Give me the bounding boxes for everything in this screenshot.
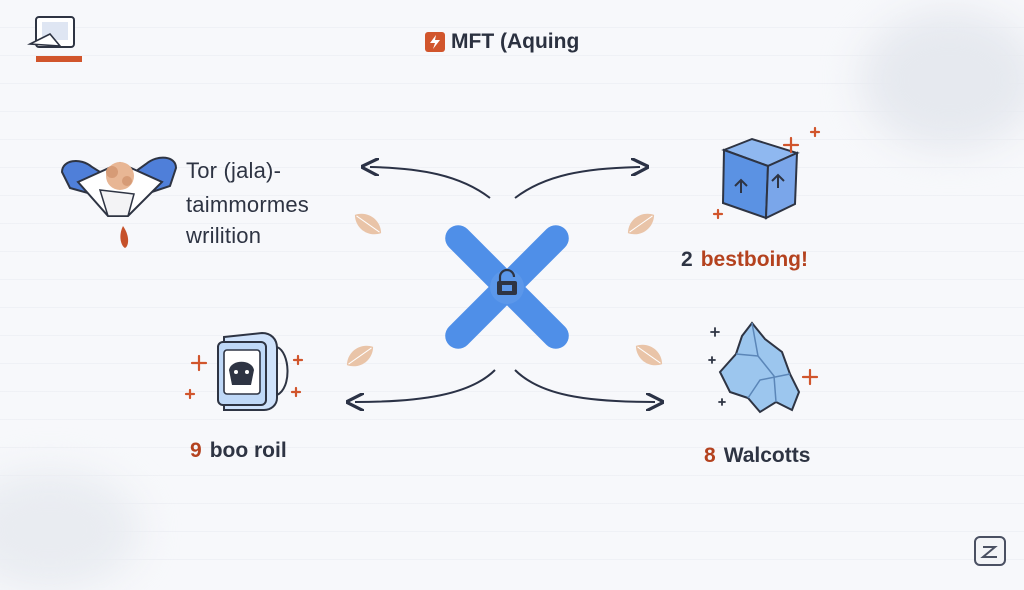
leaf-icon	[627, 213, 655, 235]
blue-cube-icon	[721, 137, 800, 220]
arrow-center-to-top-left	[370, 167, 491, 199]
logo-icon	[27, 16, 82, 62]
diagram-title: MFT (Aquing	[425, 30, 579, 54]
bottom-right-label: 8 Walcotts	[704, 444, 810, 468]
top-right-label: 2 bestboing!	[681, 248, 808, 272]
top-right-number: 2	[681, 248, 693, 271]
title-text: MFT (Aquing	[451, 30, 580, 53]
background-wash	[860, 10, 1024, 150]
top-right-text: bestboing!	[700, 248, 809, 271]
arrow-center-to-bottom-left	[355, 369, 496, 402]
bottom-left-text: boo roil	[209, 439, 287, 462]
corner-badge-icon	[974, 536, 1006, 566]
arrow-center-to-top-right	[514, 167, 640, 199]
leaf-icon	[354, 213, 382, 235]
bottom-right-number: 8	[704, 444, 716, 467]
sparkle-icon	[184, 354, 304, 400]
leaf-icon	[346, 345, 374, 367]
leaf-icon	[635, 344, 663, 366]
sparkle-icon	[708, 327, 726, 406]
sparkle-icon	[801, 368, 819, 386]
top-left-line-1: Tor (jala)-	[186, 158, 282, 183]
bottom-left-label: 9 boo roil	[190, 439, 287, 463]
top-left-line-3: wrilition	[186, 223, 262, 248]
lightning-bolt-icon	[425, 32, 445, 52]
top-left-line-2: taimmormes	[186, 192, 310, 217]
hands-offering-icon	[60, 156, 178, 248]
sparkle-icon	[712, 126, 821, 220]
arrow-center-to-bottom-right	[514, 369, 655, 402]
bottom-right-text: Walcotts	[723, 444, 811, 467]
background-wash	[0, 470, 140, 590]
tablet-device-icon	[217, 331, 289, 411]
crystal-rock-icon	[718, 321, 801, 414]
process-diagram	[27, 16, 1006, 566]
blue-x-lock-icon	[445, 225, 569, 349]
bottom-left-number: 9	[190, 439, 202, 462]
